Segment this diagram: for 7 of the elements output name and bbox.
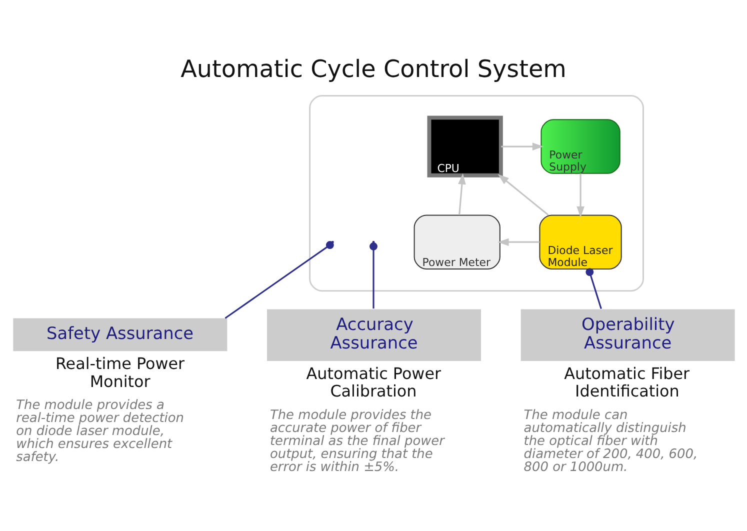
node-label: Automatic Power Calibration xyxy=(306,364,442,401)
node-label: Real-time Power Monitor xyxy=(55,354,185,391)
diagram-title: Automatic Cycle Control System xyxy=(180,55,566,84)
node-label: The module provides a real-time power detection on diode laser module, which ensures excellent safety. xyxy=(16,398,184,465)
node-label: The module provides the accurate power of fiber terminal as the final power output, ensuring that the error is within ±5%. xyxy=(270,408,444,475)
node-label: Automatic Fiber Identification xyxy=(564,364,690,401)
node-label: The module can automatically distinguish the optical fiber with diameter of 200, 400, 600, 800 or 1000um. xyxy=(524,408,698,475)
